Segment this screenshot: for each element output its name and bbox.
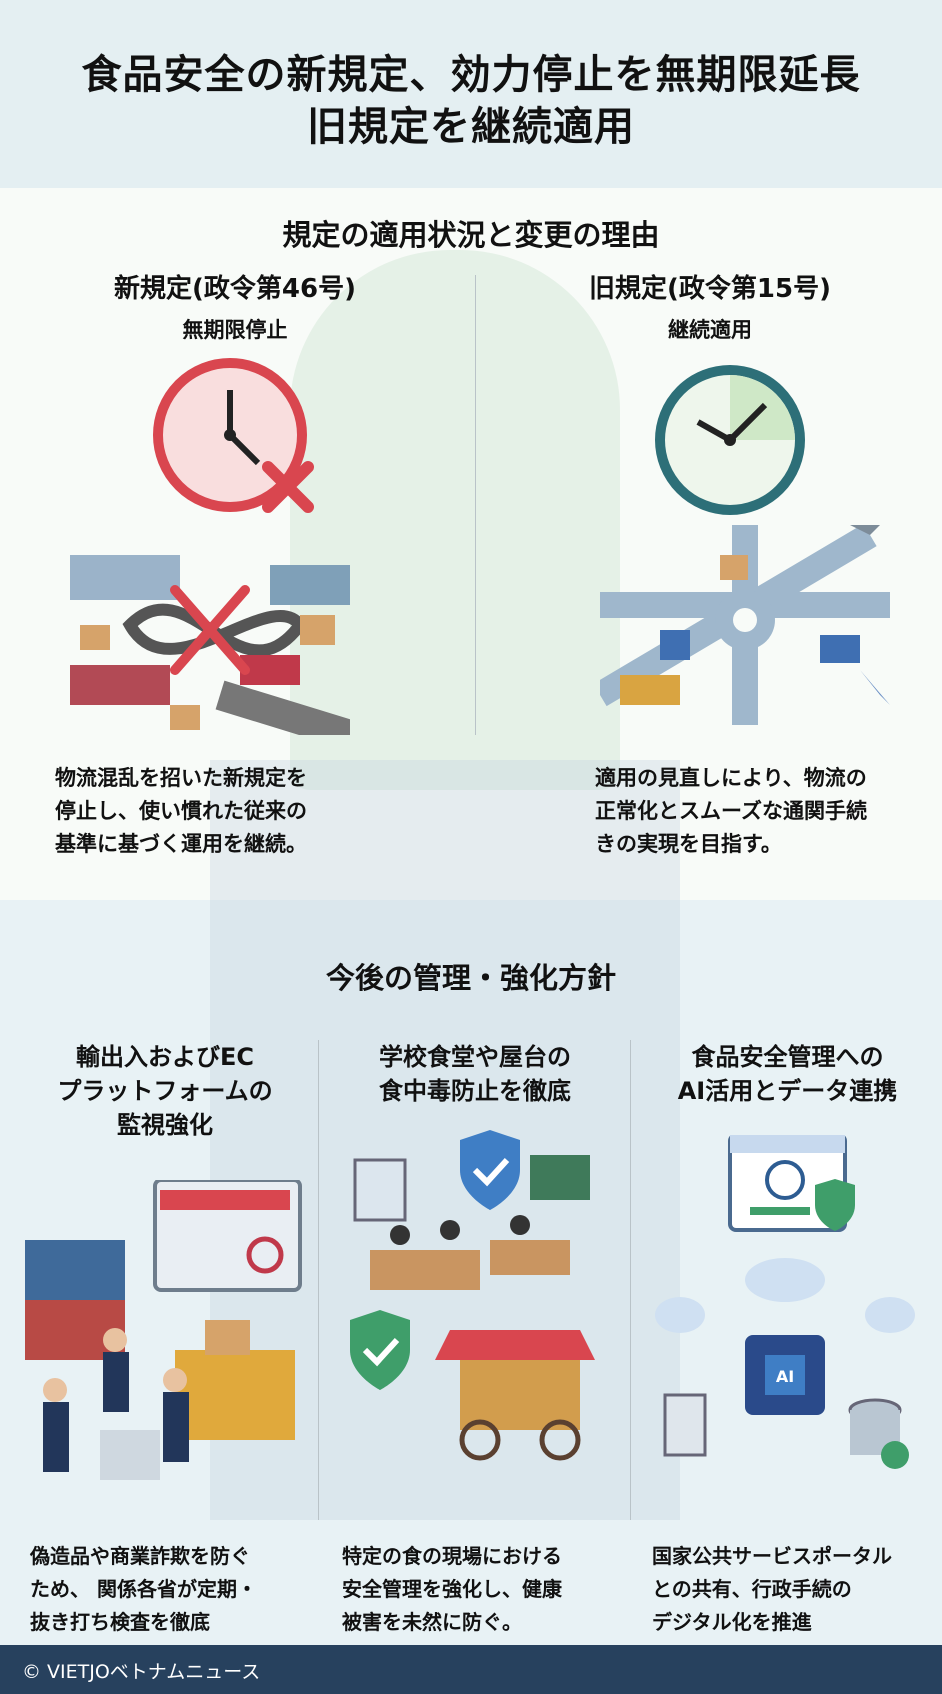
section1-heading: 規定の適用状況と変更の理由 — [282, 218, 660, 252]
page-title-line2: 旧規定を継続適用 — [307, 104, 635, 150]
text-line: 適用の見直しにより、物流の — [595, 766, 867, 790]
policy-school-description: 特定の食の現場における安全管理を強化し、健康被害を未然に防ぐ。 — [342, 1540, 632, 1639]
ai-data-link-illustration: AI — [655, 1135, 915, 1469]
text-line: 食中毒防止を徹底 — [379, 1077, 571, 1105]
text-line: ため、 関係各省が定期・ — [30, 1577, 257, 1601]
section2-heading: 今後の管理・強化方針 — [325, 961, 616, 995]
text-line: 被害を未然に防ぐ。 — [342, 1610, 522, 1634]
policy-school-title: 学校食堂や屋台の食中毒防止を徹底 — [330, 1040, 620, 1108]
customs-inspection-illustration — [25, 1180, 302, 1480]
policy-ai-title: 食品安全管理への AI活用とデータ連携 — [640, 1040, 935, 1108]
policy-ec-title: 輸出入およびEC プラットフォームの監視強化 — [20, 1040, 310, 1142]
copyright-credit: © VIETJOベトナムニュース — [22, 1661, 261, 1683]
text-line: 抜き打ち検査を徹底 — [30, 1610, 210, 1634]
text-line: 食品安全管理への — [691, 1043, 884, 1071]
new-rule-title: 新規定(政令第46号) — [114, 274, 356, 304]
logistics-chaos-illustration — [70, 555, 350, 735]
footer: © VIETJOベトナムニュース — [0, 1645, 942, 1694]
text-line: との共有、行政手続の — [652, 1577, 852, 1601]
school-cafeteria-street-stall-illustration — [350, 1130, 595, 1461]
text-line: 停止し、使い慣れた従来の — [55, 799, 307, 823]
text-line: 特定の食の現場における — [342, 1544, 562, 1568]
new-rule-status: 無期限停止 — [182, 318, 288, 342]
text-line: 国家公共サービスポータル — [652, 1544, 892, 1568]
text-line: デジタル化を推進 — [652, 1610, 812, 1634]
text-line: プラットフォームの — [57, 1077, 273, 1105]
policy-ai-description: 国家公共サービスポータルとの共有、行政手続のデジタル化を推進 — [652, 1540, 942, 1639]
text-line: 監視強化 — [117, 1111, 213, 1139]
divider — [318, 1040, 319, 1520]
smooth-logistics-illustration — [600, 525, 890, 725]
old-rule-title: 旧規定(政令第15号) — [589, 274, 831, 304]
policy-ec-description: 偽造品や商業詐欺を防ぐため、 関係各省が定期・抜き打ち検査を徹底 — [30, 1540, 320, 1639]
text-line: AI活用とデータ連携 — [677, 1077, 898, 1105]
new-rule-description: 物流混乱を招いた新規定を停止し、使い慣れた従来の基準に基づく運用を継続。 — [55, 762, 435, 861]
text-line: きの実現を目指す。 — [595, 832, 782, 856]
ai-chip-label: AI — [776, 1367, 794, 1386]
text-line: 安全管理を強化し、健康 — [342, 1577, 562, 1601]
page-title-line1: 食品安全の新規定、効力停止を無期限延長 — [81, 52, 861, 98]
section-status — [0, 188, 942, 900]
old-rule-description: 適用の見直しにより、物流の正常化とスムーズな通関手続きの実現を目指す。 — [595, 762, 935, 861]
watermark-shape — [290, 250, 620, 790]
text-line: 学校食堂や屋台の — [379, 1043, 571, 1071]
divider — [475, 275, 476, 735]
text-line: 正常化とスムーズな通関手続 — [595, 799, 867, 823]
divider — [630, 1040, 631, 1520]
title-band — [0, 0, 942, 188]
old-rule-status: 継続適用 — [668, 318, 752, 342]
text-line: 偽造品や商業詐欺を防ぐ — [30, 1544, 250, 1568]
text-line: 物流混乱を招いた新規定を — [55, 766, 307, 790]
running-clock-icon — [655, 365, 805, 515]
text-line: 輸出入およびEC — [75, 1043, 254, 1071]
text-line: 基準に基づく運用を継続。 — [55, 832, 307, 856]
stopped-clock-icon — [153, 358, 314, 513]
